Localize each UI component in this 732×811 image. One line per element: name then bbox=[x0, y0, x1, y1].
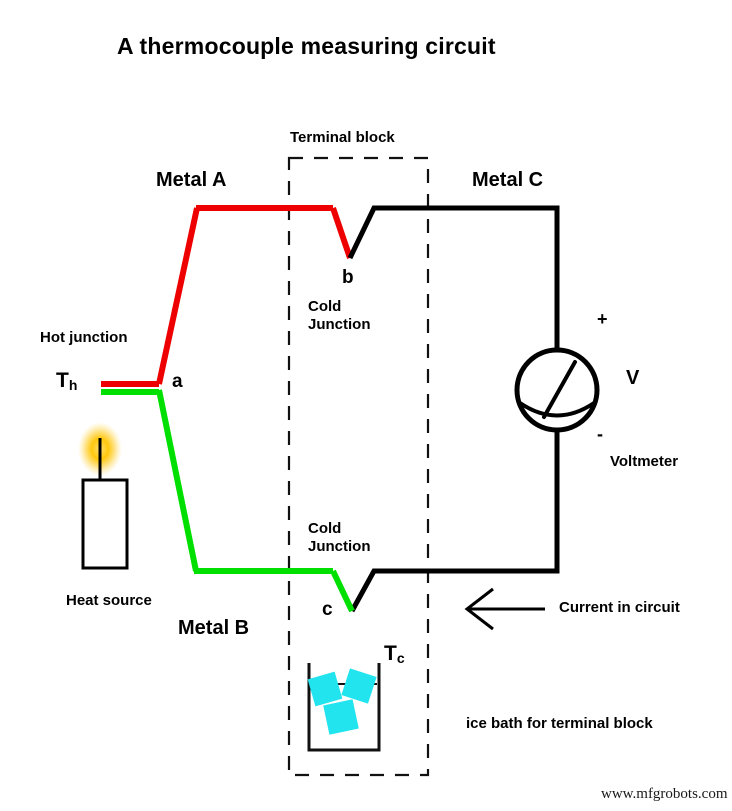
voltmeter-gauge-icon bbox=[514, 347, 600, 433]
hot-temperature-label: Th bbox=[56, 369, 77, 394]
metal-c-wire-upper bbox=[347, 205, 560, 350]
heat-source-label: Heat source bbox=[66, 592, 152, 609]
t-cold-subscript: c bbox=[396, 650, 405, 666]
ice-bath-label: ice bath for terminal block bbox=[466, 715, 653, 732]
metal-c-label: Metal C bbox=[472, 169, 544, 191]
metal-a-label: Metal A bbox=[156, 169, 227, 191]
metal-c-wire-lower bbox=[349, 430, 560, 613]
current-in-circuit-label: Current in circuit bbox=[559, 599, 680, 616]
cold-junction-bottom-line2: Junction bbox=[308, 537, 371, 555]
terminal-block-label: Terminal block bbox=[290, 129, 395, 146]
t-hot-subscript: h bbox=[68, 377, 78, 393]
metal-b-label: Metal B bbox=[178, 617, 250, 639]
cold-junction-top-label: Cold Junction bbox=[308, 298, 371, 333]
voltmeter-name-label: Voltmeter bbox=[610, 453, 679, 470]
cold-junction-top-line2: Junction bbox=[308, 315, 371, 333]
metal-b-wire bbox=[101, 389, 355, 613]
junction-b-label: b bbox=[342, 267, 354, 288]
junction-c-label: c bbox=[322, 599, 333, 620]
positive-terminal-label: + bbox=[597, 309, 608, 329]
current-direction-arrow-icon bbox=[464, 587, 545, 631]
cold-junction-top-line1: Cold bbox=[308, 298, 342, 315]
cold-junction-bottom-line1: Cold bbox=[308, 520, 342, 537]
cold-junction-bottom-label: Cold Junction bbox=[308, 520, 371, 555]
candle-flame-icon bbox=[78, 422, 129, 570]
voltmeter-symbol-label: V bbox=[626, 367, 640, 389]
negative-terminal-label: - bbox=[597, 424, 603, 444]
ice-bath-beaker-icon bbox=[307, 663, 381, 752]
cold-temperature-label: Tc bbox=[384, 642, 405, 667]
t-cold-symbol: T bbox=[384, 642, 397, 665]
page-title: A thermocouple measuring circuit bbox=[117, 33, 496, 59]
terminal-block-boundary bbox=[287, 156, 430, 777]
watermark: www.mfgrobots.com bbox=[601, 786, 728, 802]
junction-a-label: a bbox=[172, 371, 183, 392]
metal-a-wire bbox=[101, 205, 353, 387]
hot-junction-label: Hot junction bbox=[40, 329, 128, 346]
t-hot-symbol: T bbox=[56, 369, 69, 392]
